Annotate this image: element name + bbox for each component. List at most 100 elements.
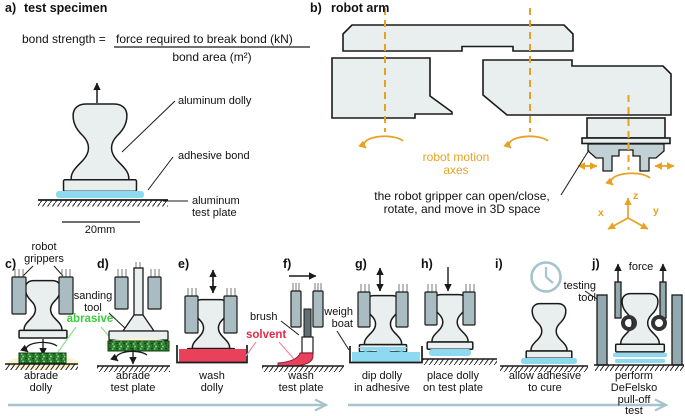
adhesive-fracture-strips	[613, 353, 667, 363]
axis-y-label: y	[653, 205, 659, 217]
adhesive-layer	[521, 358, 577, 364]
scale-label: 20mm	[84, 224, 116, 236]
panel-c-letter: c)	[5, 257, 17, 271]
robot-gripper	[587, 143, 665, 172]
gripper-rods	[187, 288, 236, 296]
brush-bristles	[277, 352, 314, 367]
panel-i-letter: i)	[495, 257, 503, 271]
caption-dip-dolly: dip dolly in adhesive	[354, 370, 410, 394]
formula-lhs: bond strength =	[22, 32, 106, 46]
ground-hatch	[5, 364, 78, 370]
ground-hatch	[262, 366, 344, 372]
adhesive-pool	[352, 352, 420, 363]
panel-d-letter: d)	[97, 257, 109, 271]
gripper-rods	[360, 284, 408, 292]
caption-wash-test-plate: wash test plate	[278, 370, 324, 394]
gripper-pair	[424, 291, 476, 326]
step-dip-dolly	[336, 267, 423, 364]
ground-hatch	[500, 366, 588, 372]
adhesive-layer	[429, 349, 471, 356]
weigh-boat-tray	[349, 346, 423, 364]
panel-b-title: robot arm	[331, 1, 390, 15]
axis-x-label: x	[598, 207, 604, 219]
gripper-mount	[586, 117, 666, 139]
label-robot-grippers: robot grippers	[24, 241, 64, 265]
label-solvent: solvent	[246, 329, 287, 341]
clock-icon	[530, 261, 562, 293]
rotation-arrows	[358, 135, 651, 186]
gripper-pair	[290, 290, 324, 328]
caption-abrade-dolly: abrade dolly	[23, 370, 59, 394]
formula-denominator: bond area (m²)	[172, 50, 252, 64]
label-weigh-boat: weigh boat	[324, 306, 353, 330]
panel-a-title: test specimen	[24, 1, 108, 15]
label-aluminum-dolly: aluminum dolly	[178, 95, 252, 107]
step-pull-off-test	[584, 263, 684, 371]
panel-a-letter: a)	[5, 1, 17, 15]
step-cure	[500, 261, 588, 372]
label-adhesive-bond: adhesive bond	[178, 150, 250, 162]
test-plate-hatch	[38, 200, 168, 207]
specimen-diagram	[38, 46, 310, 223]
label-abrasive: abrasive	[66, 313, 114, 325]
gripper-rods	[117, 262, 160, 277]
gripper-pair	[357, 291, 409, 328]
robot-arm-diagram	[331, 8, 675, 230]
gripper-pair	[11, 276, 74, 315]
rotate-arrow	[110, 350, 148, 362]
caption-pull-off-test: perform DeFelsko pull-off test	[610, 370, 658, 416]
label-testing-tool: testing tool	[563, 280, 596, 304]
pull-hooks	[621, 315, 667, 331]
rotate-arrow	[20, 341, 58, 353]
gripper-pair	[184, 295, 238, 334]
xyz-axes-icon	[607, 197, 649, 230]
adhesive-bond-layer	[56, 191, 144, 198]
panel-j-letter: j)	[592, 257, 600, 271]
step-abrade-dolly	[5, 265, 79, 370]
rotation-axes-dashed	[384, 8, 630, 170]
panel-f-letter: f)	[283, 257, 292, 271]
panel-e-letter: e)	[178, 257, 190, 271]
sanding-tool	[108, 267, 169, 341]
robot-left-link	[331, 57, 453, 119]
gripper-rods	[14, 269, 71, 277]
brush-leader-line	[280, 320, 300, 336]
gripper-rods	[427, 284, 475, 292]
aluminum-dolly	[62, 103, 138, 193]
dolly	[525, 303, 573, 359]
panel-b-letter: b)	[310, 1, 322, 15]
caption-abrade-test-plate: abrade test plate	[110, 370, 156, 394]
step-abrade-test-plate	[57, 262, 171, 372]
ground-hatch	[422, 359, 497, 365]
abrasive-pad	[107, 340, 170, 352]
caption-place-dolly: place dolly on test plate	[423, 370, 483, 394]
leader-lines	[121, 100, 188, 202]
label-sanding-tool: sanding tool	[73, 290, 113, 314]
robot-right-link	[482, 59, 672, 116]
panel-h-letter: h)	[421, 257, 433, 271]
formula-numerator: force required to break bond (kN)	[116, 32, 293, 46]
solvent-leader-lines	[245, 341, 295, 360]
gripper-note: the robot gripper can open/close, rotate…	[374, 189, 550, 216]
robot-top-link	[342, 24, 574, 52]
step-place-dolly	[422, 267, 497, 365]
tool-leader-line	[108, 312, 128, 331]
weigh-boat-leader-line	[336, 330, 350, 351]
caption-cure: allow adhesive to cure	[508, 370, 582, 394]
step-wash-dolly	[176, 269, 248, 364]
brush-ferrule	[301, 336, 314, 354]
gripper-flange	[581, 137, 671, 145]
label-robot-motion-axes: robot motion axes	[422, 150, 490, 177]
note-leader-line	[560, 149, 590, 196]
abrasive-pad	[18, 352, 67, 364]
gripper-rods	[292, 283, 322, 291]
label-aluminum-test-plate: aluminum test plate	[192, 195, 240, 219]
gripper-pair	[114, 276, 162, 310]
ground-hatch	[97, 366, 170, 372]
panel-g-letter: g)	[355, 257, 367, 271]
caption-wash-dolly: wash dolly	[199, 370, 225, 394]
solvent-bath	[179, 349, 246, 362]
axis-z-label: z	[633, 190, 639, 202]
